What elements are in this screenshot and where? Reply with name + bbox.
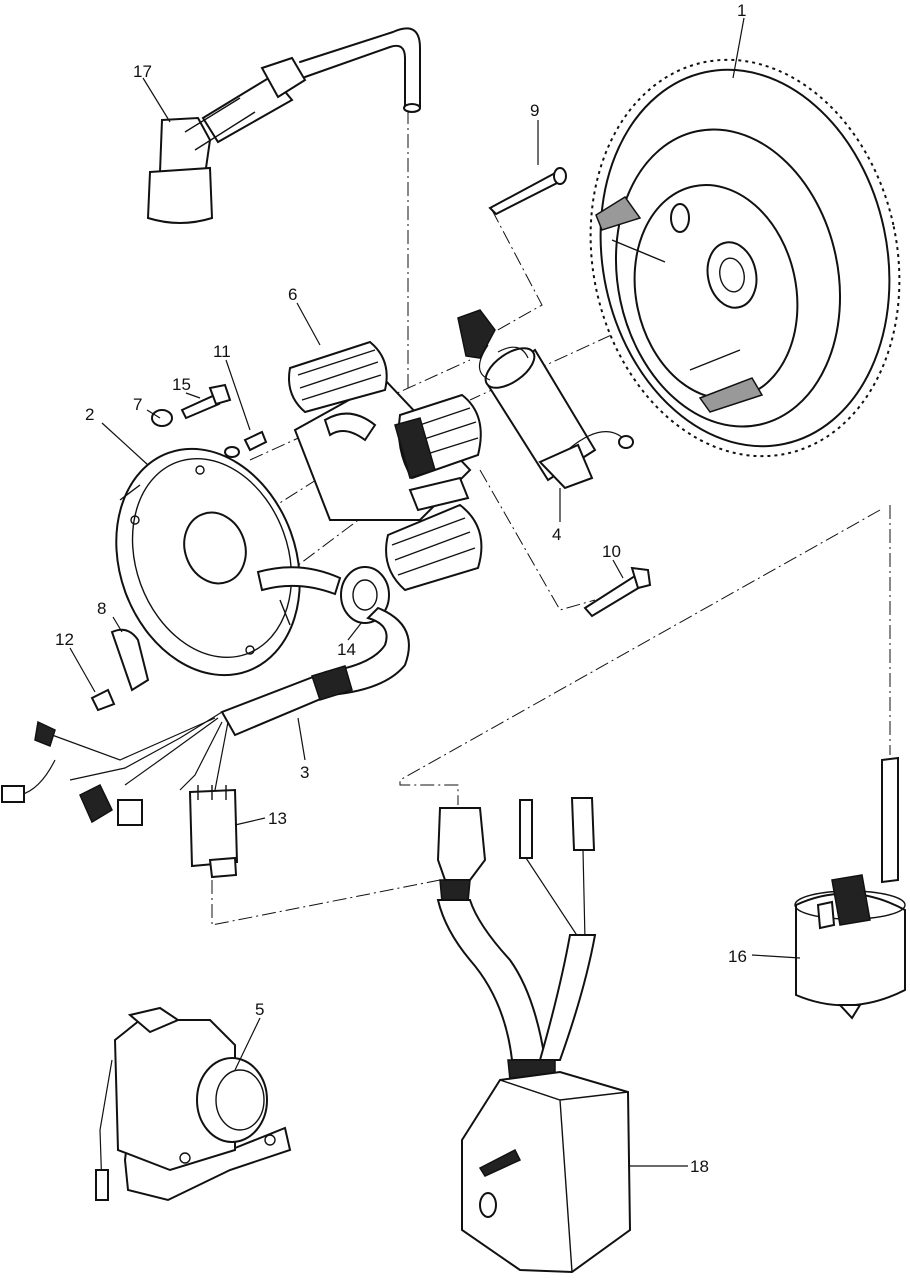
callout-1: 1 <box>737 1 746 20</box>
leader-lines <box>69 17 801 1167</box>
pulser-coil <box>457 309 634 490</box>
callout-labels: 1 2 3 4 5 6 7 8 9 10 11 12 13 14 15 16 1… <box>55 1 747 1176</box>
flywheel <box>589 58 901 458</box>
callout-11: 11 <box>213 342 231 361</box>
callout-18: 18 <box>690 1157 709 1176</box>
charging-coils <box>288 340 483 592</box>
ignition-coil <box>794 756 906 1020</box>
wire-harness <box>1 566 410 826</box>
callout-7: 7 <box>133 395 142 414</box>
callout-2: 2 <box>85 405 94 424</box>
spark-plug-cap <box>146 27 421 224</box>
stator-plate <box>115 447 301 677</box>
callout-3: 3 <box>300 763 309 782</box>
starter-solenoid <box>95 1006 292 1202</box>
callout-5: 5 <box>255 1000 264 1019</box>
callout-17: 17 <box>133 62 152 81</box>
pin <box>488 167 567 216</box>
callout-15: 15 <box>172 375 191 394</box>
cdi-unit <box>436 797 632 1274</box>
small-hardware <box>90 383 268 712</box>
connector <box>188 785 239 879</box>
callout-6: 6 <box>288 285 297 304</box>
callout-14: 14 <box>337 640 356 659</box>
callout-16: 16 <box>728 947 747 966</box>
bolt <box>583 566 652 618</box>
callout-9: 9 <box>530 101 539 120</box>
callout-10: 10 <box>602 542 621 561</box>
callout-4: 4 <box>552 525 561 544</box>
callout-8: 8 <box>97 599 106 618</box>
callout-12: 12 <box>55 630 74 649</box>
callout-13: 13 <box>268 809 287 828</box>
